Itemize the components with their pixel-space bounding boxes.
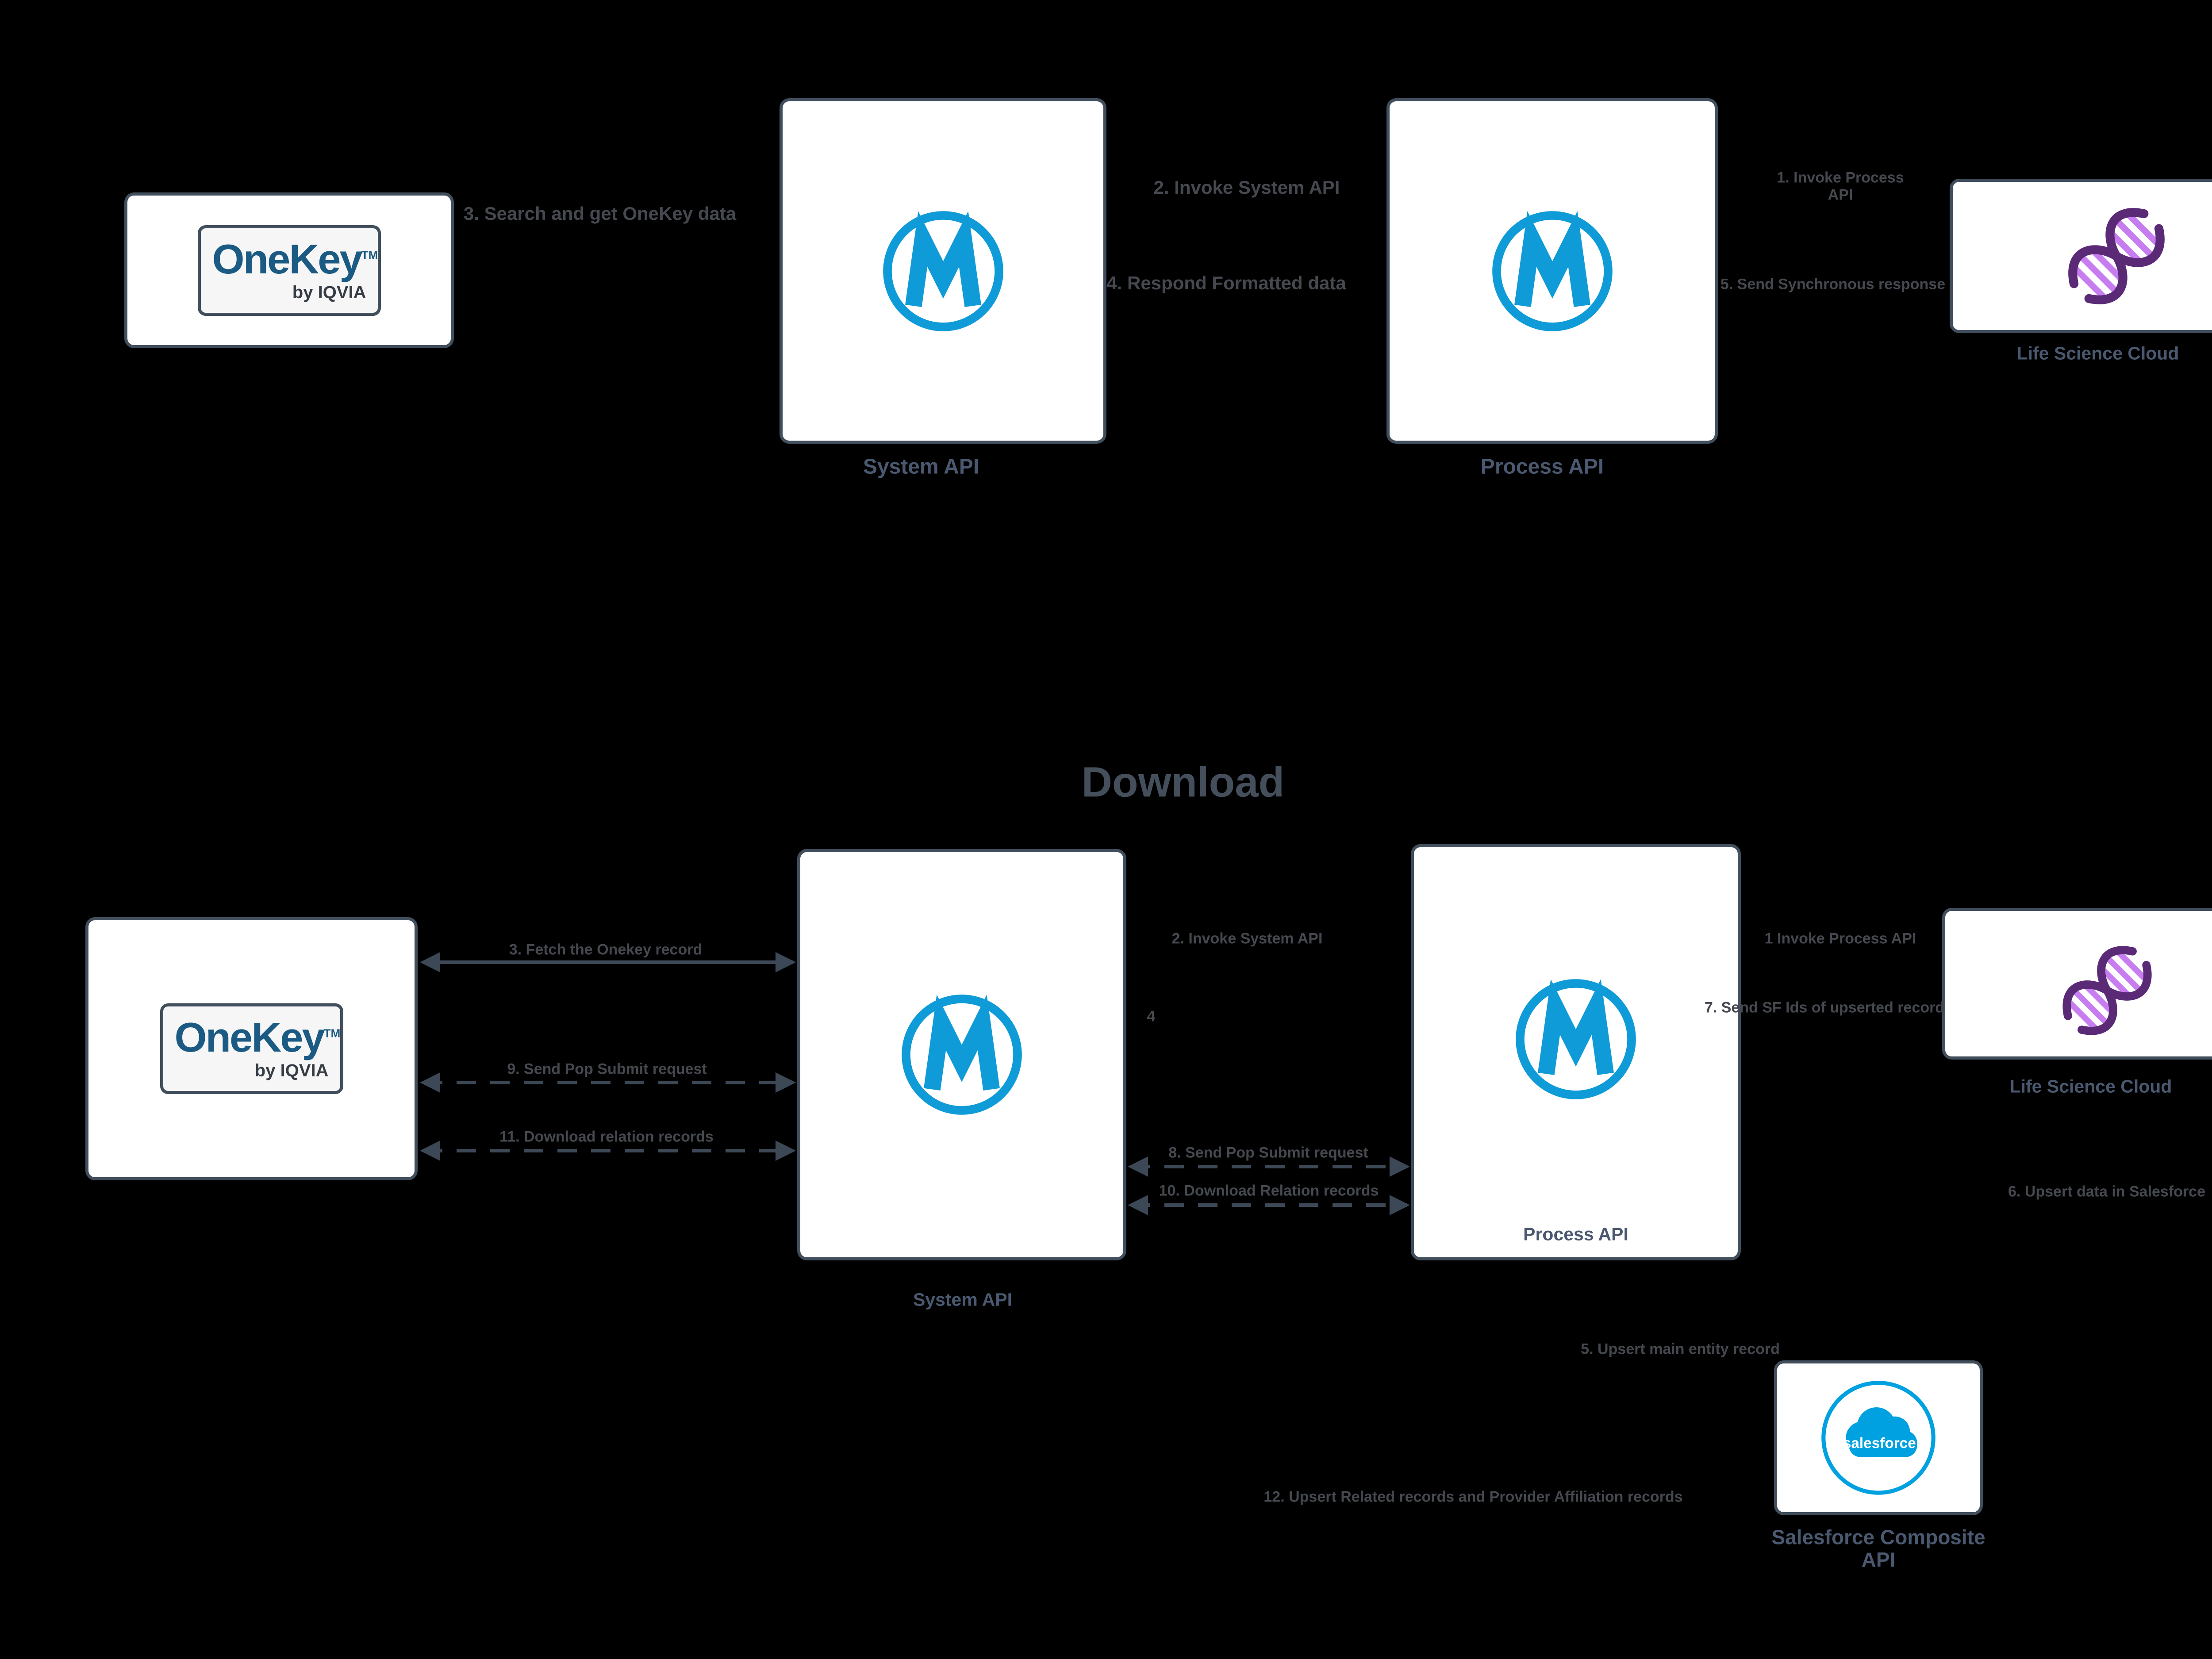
onekey-logo-text: OneKeyTM <box>212 235 378 282</box>
mulesoft-logo-icon <box>1492 211 1613 331</box>
step-label-download-relation-records-process: 10. Download Relation records <box>1159 1182 1379 1199</box>
step-label-search-get-onekey-data: 3. Search and get OneKey data <box>463 203 737 224</box>
node-onekey-download: OneKeyTM by IQVIA <box>85 917 418 1180</box>
onekey-logo-subtext: by IQVIA <box>254 1061 329 1080</box>
node-title-system-api-download: System API <box>913 1289 1013 1310</box>
step-label-send-pop-submit-request-onekey: 9. Send Pop Submit request <box>507 1060 707 1078</box>
step-label-send-synchronous-response: 5. Send Synchronous response <box>1720 276 1946 293</box>
step-label-invoke-system-api-download: 2. Invoke System API <box>1171 930 1323 947</box>
node-title-system-api-top: System API <box>863 455 979 479</box>
node-title-process-api-download: Process API <box>1523 1224 1628 1244</box>
node-life-science-cloud-top <box>1950 179 2212 333</box>
node-life-science-cloud-download <box>1942 908 2212 1060</box>
node-onekey-top: OneKeyTM by IQVIA <box>124 192 454 348</box>
step-label-fetch-onekey-record: 3. Fetch the Onekey record <box>509 941 703 958</box>
step-label-invoke-process-api-top: 1. Invoke Process API <box>1777 169 1904 203</box>
step-label-download-relation-records-onekey: 11. Download relation records <box>499 1128 714 1145</box>
node-process-api-download <box>1411 844 1741 1260</box>
node-title-process-api-top: Process API <box>1480 455 1604 479</box>
salesforce-logo-text: salesforce <box>1843 1435 1916 1452</box>
onekey-logo: OneKeyTM by IQVIA <box>160 1003 343 1094</box>
node-salesforce-composite-api: salesforce <box>1774 1360 1983 1515</box>
onekey-tm-mark: TM <box>323 1026 341 1040</box>
salesforce-logo-icon: salesforce <box>1821 1381 1936 1495</box>
step-label-upsert-main-entity-record: 5. Upsert main entity record <box>1581 1340 1780 1358</box>
step-label-upsert-related-provider-affiliation-records: 12. Upsert Related records and Provider … <box>1263 1488 1683 1505</box>
onekey-logo-text: OneKeyTM <box>174 1014 341 1060</box>
node-process-api-top <box>1386 98 1718 444</box>
step-label-respond-formatted-data: 4. Respond Formatted data <box>1106 273 1346 294</box>
node-title-salesforce-composite-api: Salesforce Composite API <box>1771 1525 1985 1571</box>
step-label-invoke-process-api-download: 1 Invoke Process API <box>1764 930 1916 947</box>
step-label-invoke-system-api-top: 2. Invoke System API <box>1153 177 1340 198</box>
onekey-tm-mark: TM <box>361 248 378 262</box>
mulesoft-logo-icon <box>902 995 1022 1115</box>
step-label-send-sf-ids-upserted-record: 7. Send SF Ids of upserted record <box>1704 999 1945 1016</box>
node-title-life-science-cloud-download: Life Science Cloud <box>2009 1076 2172 1097</box>
step-label-respond-step-4: 4 <box>1147 1008 1156 1025</box>
download-heading: Download <box>1081 758 1285 806</box>
node-system-api-download <box>797 849 1126 1260</box>
node-system-api-top <box>780 98 1106 444</box>
mulesoft-logo-icon <box>1516 979 1636 1099</box>
step-label-upsert-data-in-salesforce: 6. Upsert data in Salesforce <box>2008 1183 2205 1200</box>
dna-icon <box>2062 946 2151 1035</box>
onekey-logo: OneKeyTM by IQVIA <box>197 225 381 316</box>
mulesoft-logo-icon <box>883 211 1003 331</box>
step-label-send-pop-submit-request-process: 8. Send Pop Submit request <box>1168 1144 1368 1161</box>
onekey-logo-subtext: by IQVIA <box>292 282 366 302</box>
dna-icon <box>2068 207 2165 304</box>
node-title-life-science-cloud-top: Life Science Cloud <box>2016 343 2179 364</box>
